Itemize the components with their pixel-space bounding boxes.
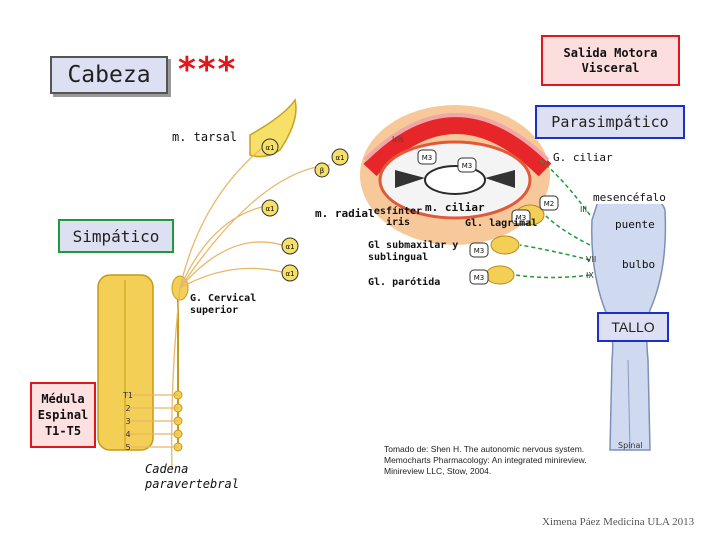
- beta-text: β: [320, 167, 324, 175]
- receptor-m3-parotid: [469, 269, 489, 285]
- spinal-level: 2: [125, 404, 130, 413]
- alpha1-text: α1: [285, 243, 294, 251]
- spinal-level: 4: [125, 430, 130, 439]
- esfinter-iris-label: esfínter iris: [373, 206, 423, 228]
- tallo-label: TALLO: [611, 319, 655, 335]
- spinal-level: T1: [122, 391, 133, 400]
- footer-credit: Ximena Páez Medicina ULA 2013: [542, 516, 695, 528]
- eyelid-crease: [363, 113, 550, 162]
- m3-text: M3: [422, 154, 433, 162]
- parasimpatico-box: Parasimpático: [535, 105, 685, 139]
- m3-text: M3: [462, 162, 473, 170]
- receptor-m3-ciliar: [457, 157, 477, 173]
- cranial-nerve-9: IX: [586, 271, 594, 280]
- cranial-nerve-3: III: [580, 205, 587, 214]
- tallo-box: TALLO: [597, 312, 669, 342]
- title-stars: ***: [178, 50, 238, 90]
- gl-submaxilar-label: Gl submaxilar y sublingual: [368, 240, 459, 263]
- m-radial-label: m. radial: [315, 207, 375, 220]
- iris-small-label: Iris: [392, 135, 404, 144]
- receptor-m3-iris: [417, 149, 437, 165]
- m3-text: M3: [474, 247, 485, 255]
- alpha1-text: α1: [285, 270, 294, 278]
- receptor-m2: [539, 195, 559, 211]
- receptor-alpha1-eye: [331, 148, 349, 166]
- gl-parotida-label: Gl. parótida: [368, 277, 441, 288]
- alpha1-text: α1: [265, 205, 274, 213]
- eye-orbital-rim: [363, 116, 552, 177]
- m-ciliar-label: m. ciliar: [425, 201, 485, 214]
- spinal-level: 3: [125, 417, 130, 426]
- spinal-level: 5: [125, 443, 130, 452]
- g-cervical-label: G. Cervical superior: [190, 293, 257, 316]
- alpha1-text: α1: [335, 154, 344, 162]
- medula-box: Médula Espinal T1-T5: [30, 382, 96, 448]
- receptor-alpha1-submax: [281, 237, 299, 255]
- m2-text: M2: [544, 200, 555, 208]
- alpha1-text: α1: [265, 144, 274, 152]
- g-ciliar-label: G. ciliar: [553, 151, 613, 164]
- parasympathetic-fibers: [514, 159, 591, 279]
- iris-muscle-left: [395, 170, 425, 188]
- medula-label: Médula Espinal T1-T5: [37, 392, 89, 438]
- cranial-nerve-7: VII: [586, 255, 596, 264]
- chain-ganglia: [173, 390, 183, 452]
- parasimpatico-label: Parasimpático: [551, 113, 669, 131]
- simpatico-box: Simpático: [58, 219, 174, 253]
- gl-lagrimal-label: Gl. lagrimal: [465, 218, 538, 229]
- citation: Tomado de: Shen H. The autonomic nervous…: [384, 444, 587, 476]
- brainstem-midline: [627, 359, 631, 451]
- bulbo-label: bulbo: [622, 258, 656, 271]
- tarsal-muscle: [249, 98, 297, 158]
- m3-text: M3: [516, 214, 527, 222]
- receptor-m3-lacrimal: [511, 209, 531, 225]
- receptor-alpha1-tarsal: [261, 138, 279, 156]
- preganglionic-fibers: [125, 394, 178, 448]
- mesencefalo-label: mesencéfalo: [593, 191, 666, 204]
- iris-muscle-right: [485, 170, 515, 188]
- submaxillary-gland: [490, 235, 520, 255]
- receptor-m3-submax: [469, 242, 489, 258]
- cadena-label: Cadena paravertebral: [145, 462, 239, 491]
- receptor-alpha1-radial: [261, 199, 279, 217]
- pupil: [424, 165, 486, 195]
- receptor-beta-eye: [314, 162, 330, 178]
- m-tarsal-label: m. tarsal: [172, 130, 238, 144]
- puente-label: puente: [615, 218, 655, 231]
- salida-motora-box: Salida Motora Visceral: [541, 35, 680, 86]
- receptor-alpha1-parotid: [281, 264, 299, 282]
- title-cabeza-box: Cabeza: [50, 56, 168, 94]
- simpatico-label: Simpático: [72, 226, 160, 246]
- spinal-small-label: Spinal: [618, 441, 643, 450]
- salida-motora-label: Salida Motora Visceral: [563, 45, 658, 75]
- title-cabeza: Cabeza: [67, 62, 151, 88]
- m3-text: M3: [474, 274, 485, 282]
- sympathetic-postganglionic-fibers: [171, 147, 331, 471]
- parotid-gland: [485, 265, 515, 285]
